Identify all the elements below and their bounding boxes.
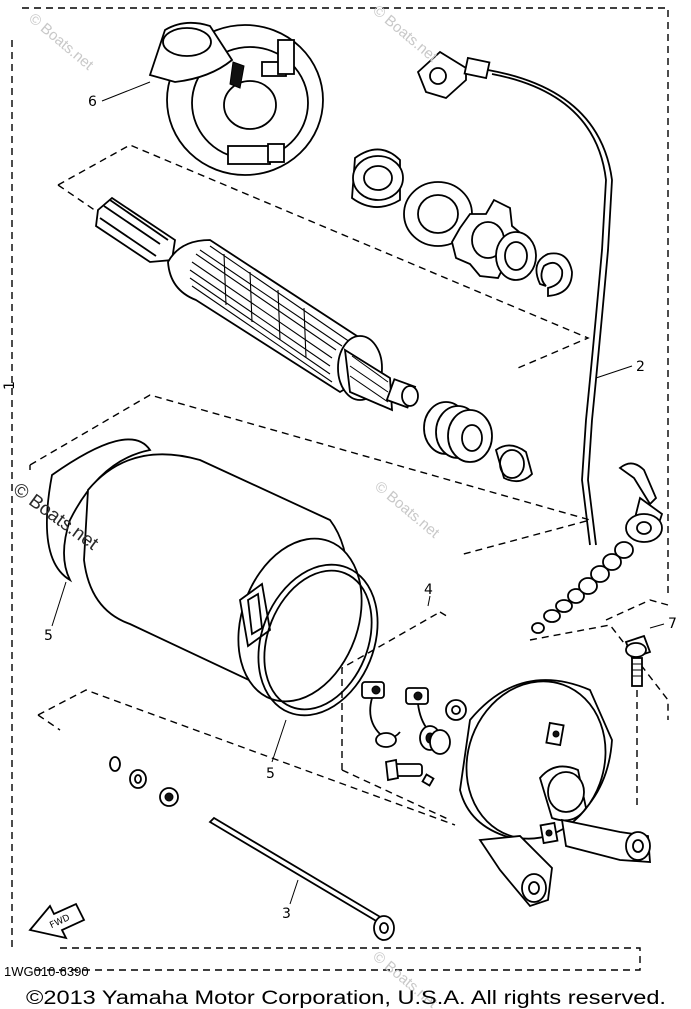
drawing-code: 1WG010-6390 — [4, 964, 89, 979]
brush-set-boundary — [341, 611, 451, 821]
assembly-boundary — [11, 7, 669, 971]
armature-part[interactable] — [95, 196, 419, 412]
rear-cover-boundary — [529, 599, 669, 720]
watermark-top-left: © Boats.net — [25, 10, 97, 74]
callout-2: 2 — [636, 359, 645, 375]
rear-cover-part[interactable] — [445, 662, 651, 908]
callout-7: 7 — [668, 616, 677, 632]
fwd-arrow-icon: FWD — [28, 902, 86, 940]
circlip-icon — [535, 252, 573, 297]
watermark-middle-right: © Boats.net — [371, 478, 443, 542]
callout-4: 4 — [424, 582, 433, 598]
yoke-group-boundary — [29, 394, 593, 556]
o-ring-right-part[interactable] — [237, 547, 399, 734]
brush-set-part[interactable] — [361, 681, 467, 787]
callout-5-left: 5 — [44, 628, 53, 644]
small-washers[interactable] — [109, 756, 179, 807]
spring-and-bushing[interactable] — [423, 401, 534, 483]
watermark-top-center: © Boats.net — [369, 2, 441, 66]
lead-wire-part[interactable] — [416, 50, 664, 546]
front-cover-part[interactable] — [148, 21, 324, 176]
bottom-group-boundary — [37, 689, 456, 826]
callout-1: 1 — [2, 381, 18, 390]
armature-group-boundary — [57, 144, 590, 369]
o-ring-left-part[interactable] — [46, 438, 152, 583]
through-bolt-part[interactable] — [208, 816, 395, 941]
callout-6: 6 — [88, 94, 97, 110]
terminal-washer-stack[interactable] — [531, 541, 634, 634]
stay-bolt-part[interactable] — [624, 634, 652, 810]
yoke-housing-part[interactable] — [83, 453, 383, 718]
callout-3: 3 — [282, 906, 291, 922]
copyright-notice: ©2013 Yamaha Motor Corporation, U.S.A. A… — [26, 988, 666, 1009]
washer-icon — [109, 756, 121, 772]
bearing-washer-stack[interactable] — [351, 148, 573, 297]
callout-5-right: 5 — [266, 766, 275, 782]
